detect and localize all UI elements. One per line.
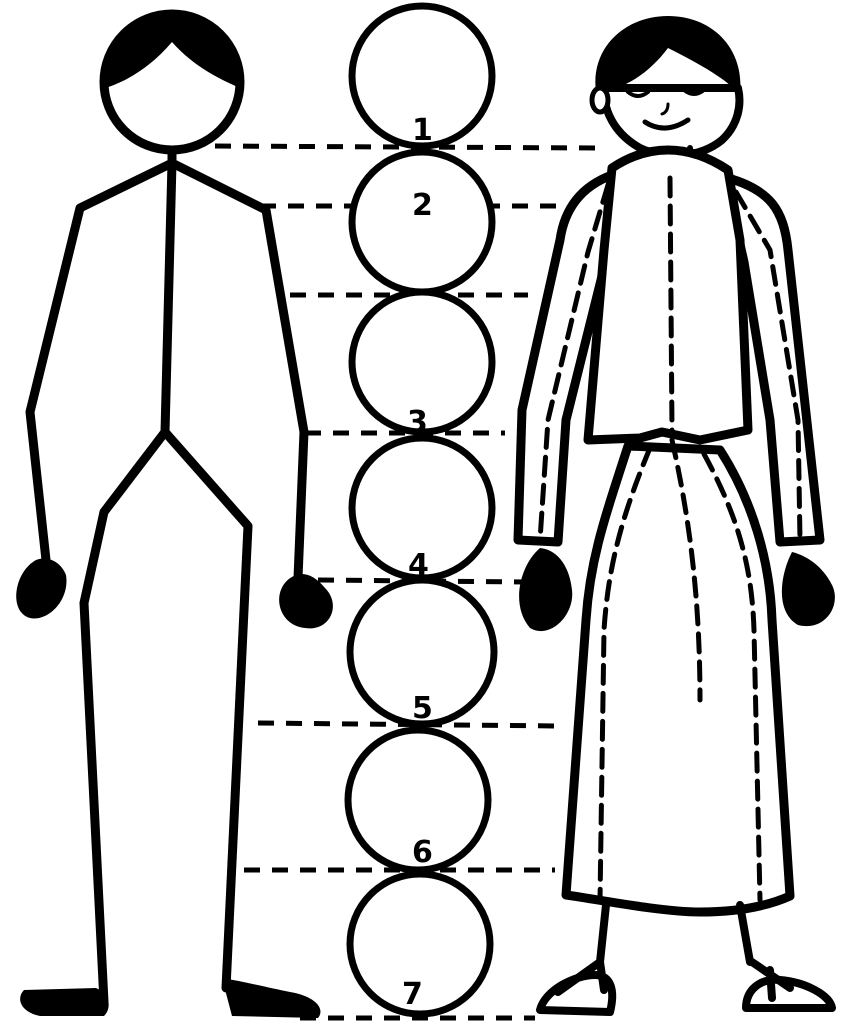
head-unit-label-2: 2 [412, 188, 433, 223]
stick-figure-left-foot [20, 988, 109, 1016]
head-unit-label-3: 3 [407, 405, 428, 440]
clothed-figure-right-hand [782, 552, 835, 626]
head-unit-label-1: 1 [412, 113, 433, 148]
stick-figure [16, 14, 333, 1018]
head-unit-label-7: 7 [402, 977, 423, 1012]
stick-figure-body [30, 150, 304, 1002]
stick-figure-head [104, 14, 240, 150]
clothed-figure-left-sandal [540, 962, 612, 1012]
clothed-figure-head [592, 16, 741, 160]
ear-icon [592, 88, 608, 112]
clothed-figure [518, 16, 835, 1012]
head-unit-label-4: 4 [408, 548, 429, 583]
stick-figure-left-hand [16, 559, 66, 619]
head-unit-label-5: 5 [412, 691, 433, 726]
head-unit-label-6: 6 [412, 835, 433, 870]
stick-figure-right-foot [222, 978, 320, 1018]
clothed-figure-right-sandal [746, 962, 832, 1008]
clothed-figure-left-hand [519, 548, 572, 631]
